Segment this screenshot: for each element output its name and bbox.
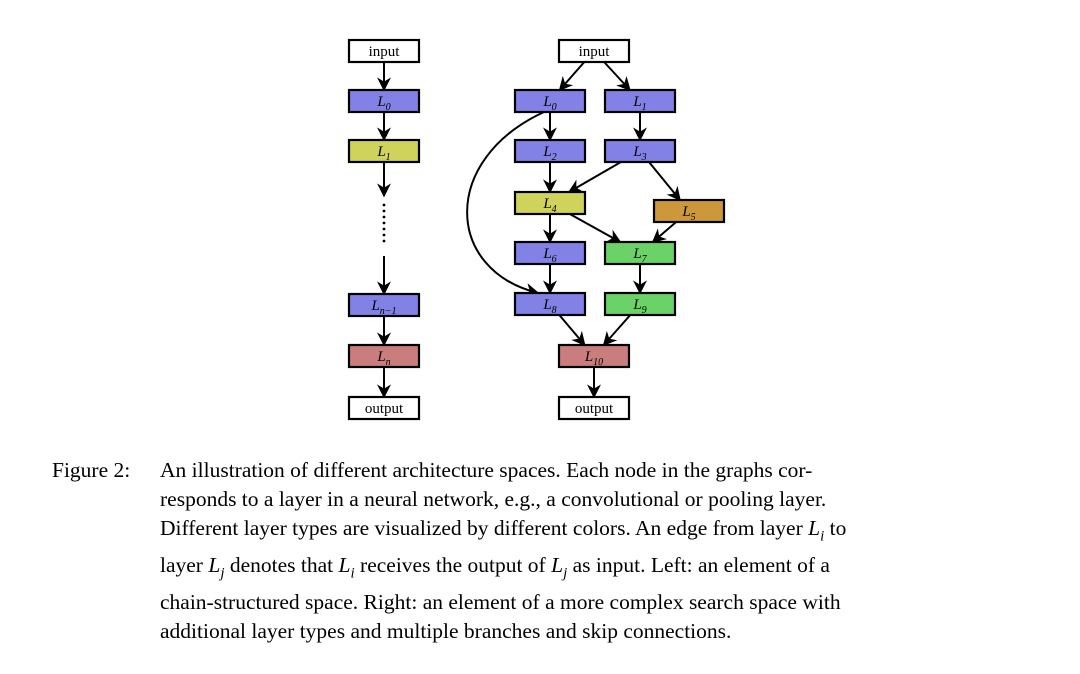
caption-line: additional layer types and multiple bran… [160,618,732,643]
dot [382,209,386,213]
caption-line: layer Lj denotes that Li receives the ou… [160,552,830,581]
node-box [513,291,587,317]
node-box [557,38,631,64]
edge-l9-to-l10 [602,314,632,347]
node-label: input [369,44,401,60]
right-node-l10: L10 [557,343,631,369]
dot [382,215,386,219]
dot [382,239,386,243]
edge-l3-to-l4 [567,161,622,193]
edge-l5-to-l7 [651,221,677,243]
dot [382,233,386,237]
caption-label: Figure 2: [52,458,131,482]
node-box [513,190,587,216]
left-node-l1: L1 [347,138,421,164]
right-node-l3: L3 [603,138,677,164]
dot [382,203,386,207]
right-node-output: output [557,395,631,421]
node-box [513,240,587,266]
edge-l0-to-l8-skip [466,111,545,297]
right-node-l0: L0 [513,88,587,114]
node-box [603,240,677,266]
node-box [347,88,421,114]
node-box [513,88,587,114]
node-label: output [575,401,614,417]
caption-line: chain-structured space. Right: an elemen… [160,589,841,614]
edge-l3-to-l5 [648,161,681,202]
node-box [347,138,421,164]
dot [382,221,386,225]
node-box [603,291,677,317]
dot [382,227,386,231]
caption-line: Different layer types are visualized by … [160,515,847,544]
node-box [347,38,421,64]
right-node-l9: L9 [603,291,677,317]
edge-input-to-l0 [558,61,586,92]
node-box [603,138,677,164]
caption-body: An illustration of different architectur… [160,456,1032,645]
right-node-input: input [557,38,631,64]
edge-l8-to-l10 [558,314,586,347]
right-node-l6: L6 [513,240,587,266]
edge-l4-to-l7 [569,213,622,243]
left-node-ln: Ln [347,343,421,369]
node-box [557,395,631,421]
node-box [347,343,421,369]
left-node-ln-1: Ln−1 [347,292,421,318]
caption-line: An illustration of different architectur… [160,458,813,482]
node-box [603,88,677,114]
caption-line: responds to a layer in a neural network,… [160,486,827,511]
left-node-input: input [347,38,421,64]
ellipsis-dots [382,203,386,243]
node-label: input [579,44,611,60]
left-node-l0: L0 [347,88,421,114]
right-node-l5: L5 [652,198,726,224]
node-label: output [365,401,404,417]
right-node-l4: L4 [513,190,587,216]
right-node-l7: L7 [603,240,677,266]
right-node-l8: L8 [513,291,587,317]
node-box [347,292,421,318]
node-box [557,343,631,369]
node-box [652,198,726,224]
right-node-l2: L2 [513,138,587,164]
right-node-l1: L1 [603,88,677,114]
figure-caption: Figure 2: An illustration of different a… [52,456,1032,645]
node-box [513,138,587,164]
left-node-output: output [347,395,421,421]
edge-input-to-l1 [603,61,631,92]
node-box [347,395,421,421]
